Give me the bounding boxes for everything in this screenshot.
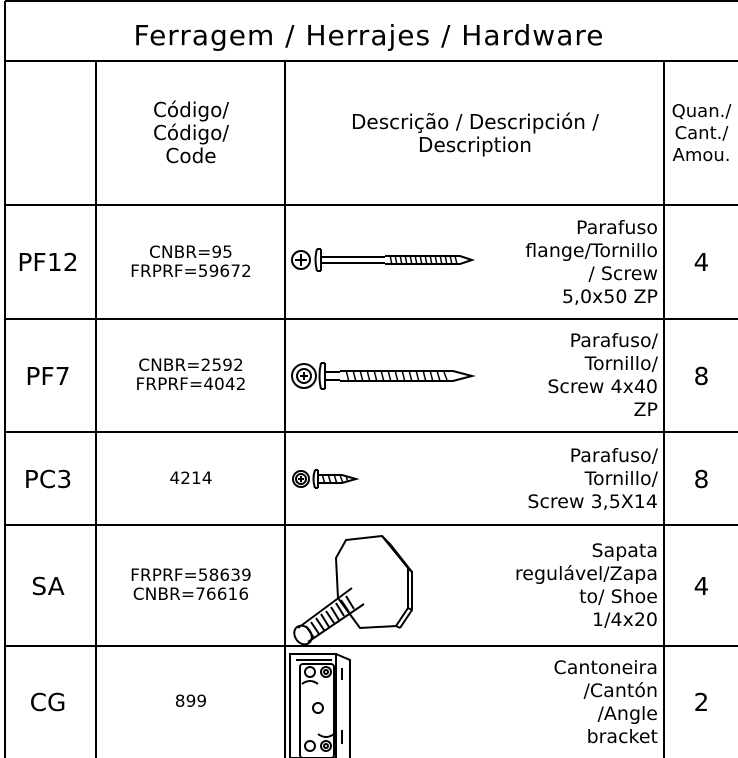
row-quantity: 4 xyxy=(693,571,710,601)
flange-screw-icon xyxy=(291,248,476,272)
row-quantity: 4 xyxy=(693,248,710,277)
adjustable-foot-icon xyxy=(293,534,413,646)
row-description-line: bracket xyxy=(586,725,658,748)
row-code-line: 4214 xyxy=(169,468,213,489)
row-description: Parafuso/ Tornillo/ Screw 3,5X14 xyxy=(470,433,658,525)
row-description-line: flange/Tornillo xyxy=(525,239,658,262)
row-description-line: Screw 3,5X14 xyxy=(527,490,658,513)
row-code: 899 xyxy=(97,647,285,758)
header-description-line: Descrição / Descripción / xyxy=(351,109,599,134)
row-description-line: 5,0x50 ZP xyxy=(561,285,658,308)
row-id: SA xyxy=(31,571,65,601)
row-description-line: /Cantón xyxy=(583,679,658,702)
header-quantity-line: Quan./ xyxy=(671,100,732,122)
row-description: Parafuso/ Tornillo/ Screw 4x40 ZP xyxy=(470,320,658,432)
row-description-line: Tornillo/ xyxy=(584,353,658,375)
screw-icon xyxy=(291,362,476,390)
row-quantity: 2 xyxy=(693,688,710,717)
header-quantity-line: Cant./ xyxy=(674,122,729,144)
row-description-line: / Screw xyxy=(588,262,658,285)
row-code-line: FRPRF=58639 xyxy=(130,566,252,586)
row-description: Sapata regulável/Zapa to/ Shoe 1/4x20 xyxy=(470,526,658,646)
header-code-line: Código/ xyxy=(152,121,230,145)
row-description: Cantoneira /Cantón /Angle bracket xyxy=(470,647,659,758)
header-quantity: Quan./ Cant./ Amou. xyxy=(665,62,738,205)
row-description-line: Screw 4x40 xyxy=(547,376,658,398)
row-description-line: /Angle xyxy=(597,702,658,725)
row-description-line: to/ Shoe xyxy=(579,586,658,608)
row-code: CNBR=95 FRPRF=59672 xyxy=(97,206,285,319)
header-description-line: Description xyxy=(418,132,532,157)
header-quantity-line: Amou. xyxy=(672,144,731,166)
row-description-line: ZP xyxy=(633,399,658,421)
row-id: PC3 xyxy=(23,464,73,494)
angle-bracket-icon xyxy=(289,653,351,758)
header-code: Código/ Código/ Code xyxy=(97,62,285,205)
row-code: FRPRF=58639 CNBR=76616 xyxy=(97,526,285,646)
row-description: Parafuso flange/Tornillo / Screw 5,0x50 … xyxy=(470,206,658,319)
row-description-line: Tornillo/ xyxy=(584,467,658,490)
row-description-line: Cantoneira xyxy=(553,656,659,679)
row-code: CNBR=2592 FRPRF=4042 xyxy=(97,320,285,432)
header-code-line: Code xyxy=(165,144,217,168)
row-description-line: Parafuso/ xyxy=(569,330,658,352)
row-code: 4214 xyxy=(97,433,285,525)
row-quantity: 8 xyxy=(693,361,710,391)
table-title: Ferragem / Herrajes / Hardware xyxy=(133,18,605,52)
row-code-line: CNBR=95 xyxy=(149,242,233,263)
row-id: PF7 xyxy=(25,361,71,391)
header-code-line: Código/ xyxy=(152,98,230,122)
row-quantity: 8 xyxy=(693,464,710,494)
row-code-line: CNBR=2592 xyxy=(138,356,244,376)
row-id: PF12 xyxy=(17,248,79,277)
row-code-line: 899 xyxy=(174,692,208,712)
row-description-line: Parafuso xyxy=(576,216,658,239)
row-code-line: CNBR=76616 xyxy=(132,585,250,605)
row-code-line: FRPRF=59672 xyxy=(130,261,252,282)
row-code-line: FRPRF=4042 xyxy=(135,375,247,395)
header-description: Descrição / Descripción / Description xyxy=(286,62,664,205)
row-id: CG xyxy=(29,688,67,717)
short-screw-icon xyxy=(292,469,360,489)
row-description-line: Sapata xyxy=(591,540,659,562)
row-description-line: 1/4x20 xyxy=(592,609,658,631)
row-description-line: Parafuso/ xyxy=(569,444,658,467)
row-description-line: regulável/Zapa xyxy=(514,563,658,585)
